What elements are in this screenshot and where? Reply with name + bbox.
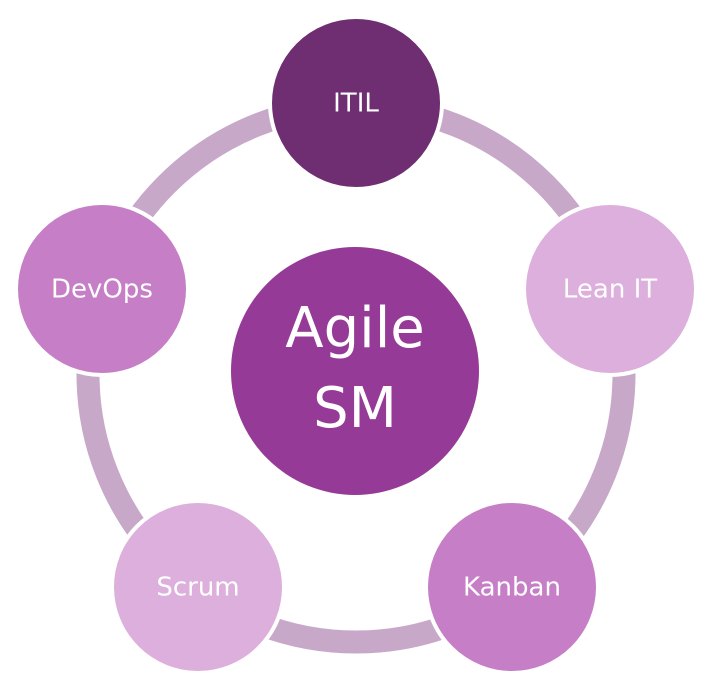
node-circle [424,499,600,675]
node-devops: DevOps [14,201,190,377]
node-scrum: Scrum [110,499,286,675]
node-circle [522,201,698,377]
node-label-itil: ITIL [333,89,379,119]
node-circle [268,15,444,191]
node-lean-it: Lean IT [522,201,698,377]
node-circle [110,499,286,675]
outer-nodes: ITIL Lean IT Kanban Scrum DevOps [14,15,698,675]
center-label-line1: Agile [285,296,424,361]
center-node: Agile SM [231,247,479,495]
node-label-scrum: Scrum [156,573,239,603]
node-circle [14,201,190,377]
center-circle [231,247,479,495]
node-label-devops: DevOps [51,275,153,305]
node-label-kanban: Kanban [463,573,561,603]
center-label-line2: SM [313,376,397,441]
node-label-lean-it: Lean IT [563,275,657,305]
node-itil: ITIL [268,15,444,191]
node-kanban: Kanban [424,499,600,675]
